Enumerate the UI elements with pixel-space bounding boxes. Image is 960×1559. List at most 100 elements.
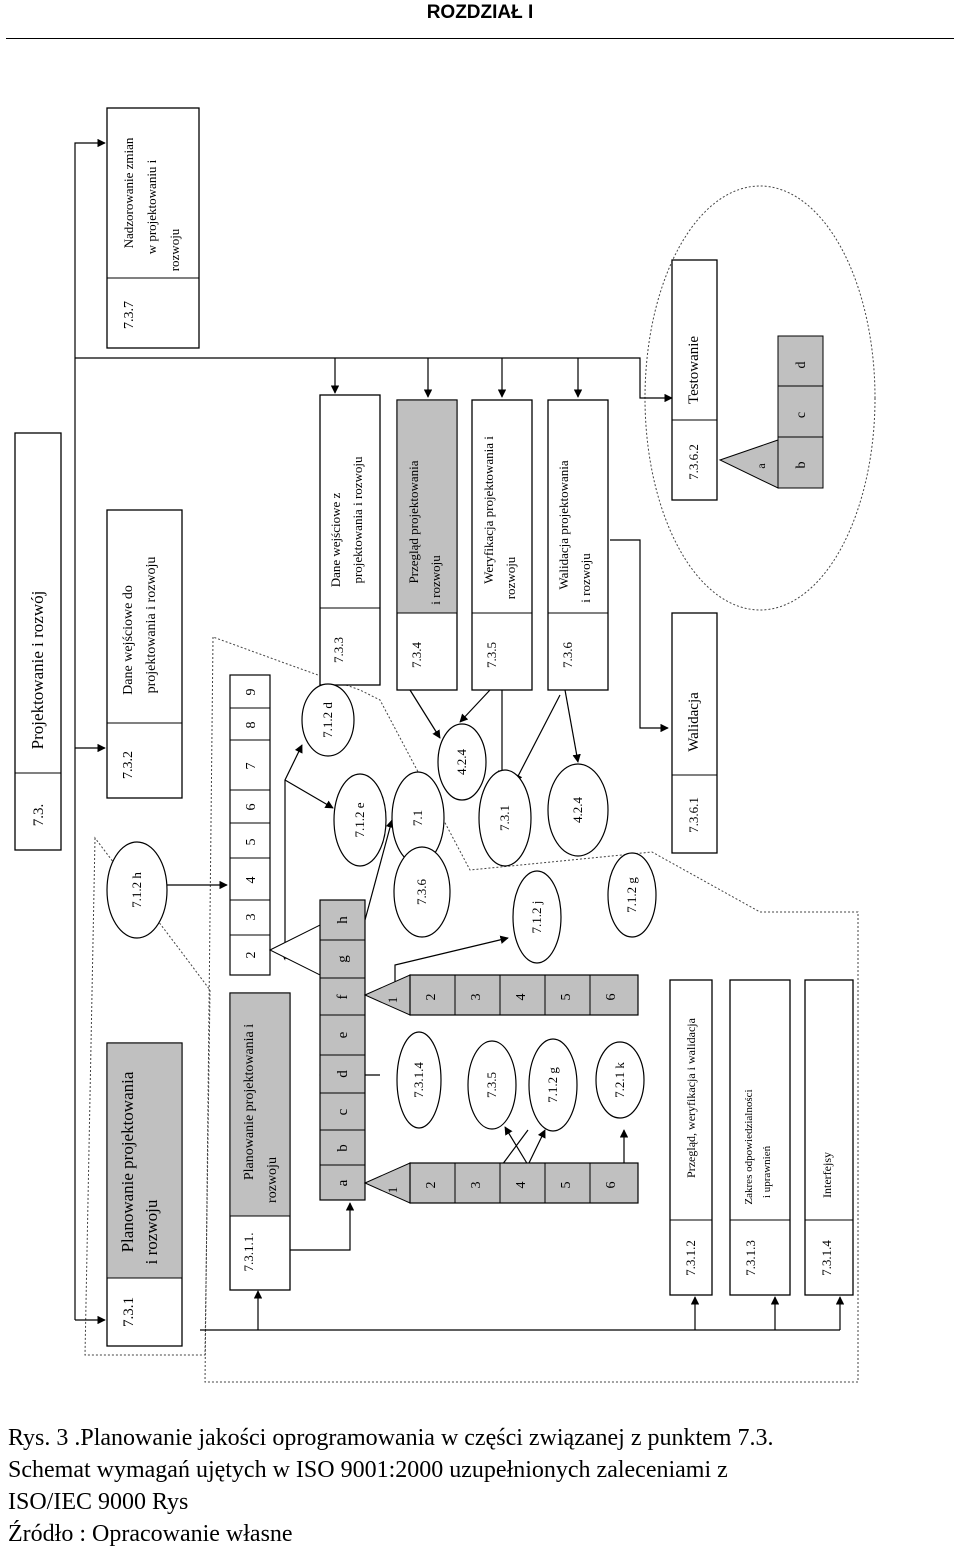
upper-strip-triangle: [363, 974, 411, 1016]
box-7-3-1-line1: Planowanie projektowania: [118, 1071, 137, 1252]
caption-line-3: ISO/IEC 9000 Rys: [8, 1489, 189, 1515]
box-7-3-6-2: 7.3.6.2 Testowanie a b c d: [671, 259, 824, 501]
caption-line-2: Schemat wymagań ujętych w ISO 9001:2000 …: [8, 1457, 728, 1483]
lower-digit-5: 5: [559, 1182, 574, 1189]
box-7-3-6-2-number: 7.3.6.2: [686, 444, 701, 480]
ellipse-7-1-2-g-top: 7.1.2 g: [624, 877, 639, 913]
box-7-3: 7.3. Projektowanie i rozwój: [14, 432, 62, 851]
lower-strip-triangle: [363, 1162, 411, 1204]
testing-letter-a: a: [754, 463, 768, 469]
digit-strip-upper: 1 2 3 4 5 6: [363, 974, 639, 1016]
box-7-3-1-1-line2: rozwoju: [265, 1157, 280, 1203]
caption-line-1: Rys. 3 .Planowanie jakości oprogramowani…: [8, 1425, 774, 1451]
ellipse-4-2-4-a: 4.2.4: [454, 749, 469, 776]
box-7-3-1-2-label: Przegląd, weryfikacja i walidacja: [684, 1017, 698, 1178]
ellipse-7-3-1: 7.3.1: [497, 805, 512, 831]
box-7-3-7: 7.3.7 Nadzorowanie zmian w projektowaniu…: [106, 107, 200, 349]
box-7-3-1-number: 7.3.1: [121, 1297, 137, 1327]
box-7-3-6-number: 7.3.6: [560, 642, 575, 669]
letter-cell-f: f: [335, 995, 351, 1000]
ellipse-7-1-2-g-mid: 7.1.2 g: [545, 1067, 560, 1103]
header-rule: [6, 38, 954, 39]
ellipse-7-1-2-e: 7.1.2 e: [352, 802, 367, 837]
box-7-3-5-number: 7.3.5: [484, 642, 499, 668]
box-7-3-1-3-number: 7.3.1.3: [743, 1240, 758, 1276]
letter-strip-triangle: [268, 924, 321, 976]
box-7-3-3: 7.3.3 Dane wejściowe z projektowania i r…: [319, 394, 381, 686]
lower-digit-1: 1: [385, 1187, 400, 1194]
reference-ellipse-labels: 7.1.2 h 7.1.2 d 7.1.2 e 7.1 4.2.4 7.3.1 …: [129, 702, 639, 1103]
ellipse-7-1-2-h: 7.1.2 h: [129, 872, 144, 908]
box-7-3-5-line1: Weryfikacja projektowania i: [481, 436, 496, 584]
box-7-3-label: Projektowanie i rozwój: [28, 591, 47, 750]
ellipse-7-2-1-k: 7.2.1 k: [612, 1062, 627, 1098]
box-7-3-2-line2: projektowania i rozwoju: [144, 557, 159, 694]
box-7-3-2-number: 7.3.2: [121, 751, 136, 779]
box-7-3-1-4: 7.3.1.4 Interfejsy: [804, 979, 854, 1296]
box-7-3-6-1-number: 7.3.6.1: [686, 797, 701, 833]
box-7-3-5-line2: rozwoju: [503, 556, 518, 599]
letter-cell-g: g: [335, 955, 351, 963]
box-7-3-7-line3: rozwoju: [167, 228, 182, 271]
ellipse-7-3-6: 7.3.6: [414, 879, 429, 906]
box-7-3-2: 7.3.2 Dane wejściowe do projektowania i …: [106, 509, 183, 799]
digit-cell-5: 5: [244, 839, 259, 846]
ellipse-7-1-2-d: 7.1.2 d: [320, 702, 335, 738]
box-7-3-6-line2: i rozwoju: [578, 553, 593, 603]
box-7-3-1-3-line1: Zakres odpowiedzialności: [743, 1089, 755, 1204]
digit-cell-2: 2: [244, 952, 259, 959]
lower-digit-2: 2: [424, 1182, 439, 1189]
upper-digit-6: 6: [604, 994, 619, 1001]
ellipse-7-3-5: 7.3.5: [484, 1072, 499, 1098]
box-7-3-4-line2: i rozwoju: [428, 555, 443, 605]
process-diagram: 7.3. Projektowanie i rozwój 7.3.2 Dane w…: [14, 107, 876, 1383]
chapter-title: ROZDZIAŁ I: [426, 2, 534, 23]
letter-strip-a-h: a b c d e f g h: [268, 899, 366, 1201]
box-7-3-1-2-number: 7.3.1.2: [683, 1240, 698, 1276]
digit-cell-7: 7: [244, 763, 259, 770]
box-7-3-6-1-label: Walidacja: [686, 692, 702, 752]
upper-digit-5: 5: [559, 994, 574, 1001]
lower-digit-3: 3: [469, 1182, 484, 1189]
box-7-3-3-number: 7.3.3: [331, 637, 346, 663]
box-7-3-5: 7.3.5 Weryfikacja projektowania i rozwoj…: [471, 399, 533, 691]
digit-cell-9: 9: [244, 689, 259, 696]
box-7-3-1: 7.3.1 Planowanie projektowania i rozwoju: [106, 1042, 183, 1347]
testing-letter-d: d: [794, 362, 809, 369]
ellipse-4-2-4-b: 4.2.4: [570, 797, 585, 824]
lower-digit-6: 6: [604, 1182, 619, 1189]
figure-caption: Rys. 3 .Planowanie jakości oprogramowani…: [8, 1422, 958, 1550]
letter-cell-a: a: [335, 1179, 351, 1186]
box-7-3-6-line1: Walidacja projektowania: [556, 460, 571, 589]
upper-digit-4: 4: [514, 994, 529, 1001]
box-7-3-2-line1: Dane wejściowe do: [121, 585, 136, 695]
letter-cell-d: d: [335, 1070, 351, 1078]
digit-cell-6: 6: [244, 804, 259, 811]
box-7-3-1-line2: i rozwoju: [142, 1199, 161, 1264]
box-7-3-1-3-line2: i uprawnień: [761, 1145, 773, 1198]
dotted-region-boundary: [204, 636, 859, 1383]
ellipse-7-3-1-4: 7.3.1.4: [411, 1062, 426, 1098]
box-7-3-6-1: 7.3.6.1 Walidacja: [671, 612, 718, 854]
box-7-3-1-3: 7.3.1.3 Zakres odpowiedzialności i upraw…: [729, 979, 791, 1296]
upper-digit-1: 1: [385, 997, 400, 1004]
box-7-3-1-4-number: 7.3.1.4: [819, 1240, 834, 1276]
letter-cell-b: b: [335, 1144, 351, 1152]
page-header: ROZDZIAŁ I: [0, 0, 960, 40]
upper-digit-2: 2: [424, 994, 439, 1001]
testing-letter-b: b: [794, 462, 809, 469]
box-7-3-4-number: 7.3.4: [409, 642, 424, 669]
box-7-3-1-2: 7.3.1.2 Przegląd, weryfikacja i walidacj…: [669, 979, 713, 1296]
box-7-3-4-line1: Przegląd projektowania: [406, 460, 421, 583]
box-7-3-7-number: 7.3.7: [122, 301, 137, 329]
letter-cell-e: e: [335, 1031, 351, 1038]
digit-cell-4: 4: [244, 877, 259, 884]
letter-cell-c: c: [335, 1108, 351, 1115]
box-7-3-3-line2: projektowania i rozwoju: [350, 456, 365, 584]
box-7-3-1-1: 7.3.1.1. Planowanie projektowania i rozw…: [229, 992, 291, 1291]
letter-cell-h: h: [335, 916, 351, 924]
digit-cell-3: 3: [244, 914, 259, 921]
box-7-3-3-line1: Dane wejściowe z: [328, 492, 343, 587]
box-7-3-4: 7.3.4 Przegląd projektowania i rozwoju: [396, 399, 458, 691]
box-7-3-7-line2: w projektowaniu i: [144, 159, 159, 254]
